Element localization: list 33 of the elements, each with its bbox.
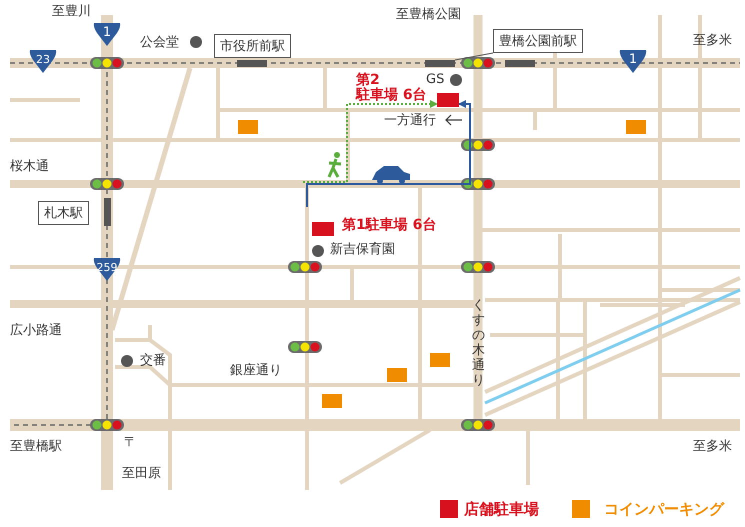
place-label: 一方通行 [384,114,436,128]
place-label: 至田原 [122,467,161,482]
place-label: 至多米 [693,34,732,48]
parking-marker [437,93,459,107]
route-arrow [306,100,471,207]
route-number: 259 [96,261,118,274]
legend-label: コインパーキング [604,501,724,518]
place-label: GS [426,73,444,88]
legend-label: 店舗駐車場 [464,501,539,518]
station-name-box: 札木駅 [38,201,89,225]
station-name-box: 豊橋公園前駅 [493,29,583,53]
place-label: 至豊橋駅 [10,440,62,454]
parking-label: 第1駐車場 6台 [342,218,436,234]
route-arrow [303,100,438,183]
parking-marker [312,222,334,236]
route-number: 1 [628,52,638,67]
station-platform [425,60,455,67]
place-label: 交番 [140,354,166,368]
place-label: 至豊橋公園 [396,8,461,22]
street-name: くすの木通り [472,298,486,388]
place-label: 公会堂 [140,36,179,50]
parking-label: 第2 駐車場 6台 [356,73,427,104]
leader-line [454,52,494,60]
station-name-box: 市役所前駅 [214,34,291,58]
place-label: 新吉保育園 [330,243,395,258]
street-name: 桜木通 [10,160,49,174]
post-office-symbol: 〒 [124,436,137,450]
place-label: 至多米 [693,440,732,454]
route-number: 1 [102,25,112,40]
route-number: 23 [36,53,50,66]
place-label: 至豊川 [52,5,91,20]
street-name: 銀座通り [230,364,282,378]
street-name: 広小路通 [10,324,62,338]
